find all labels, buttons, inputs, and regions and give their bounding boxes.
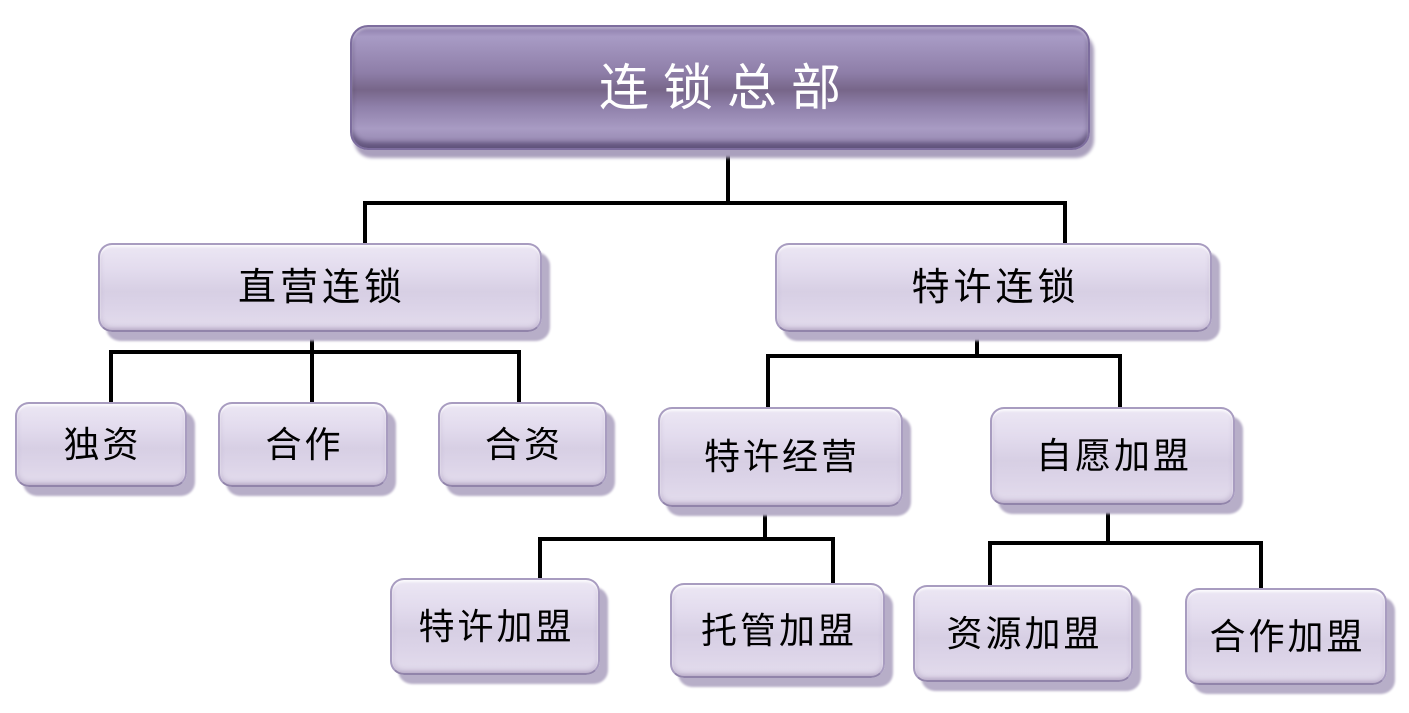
node-resource-join-label: 资源加盟: [946, 613, 1103, 654]
node-franchise-join-label: 特许加盟: [418, 606, 575, 647]
node-cooperative-join: 合作加盟: [1185, 588, 1387, 685]
node-resource-join: 资源加盟: [913, 585, 1133, 682]
node-franchise-join: 特许加盟: [390, 578, 600, 675]
node-headquarters-label: 连锁总部: [599, 59, 855, 116]
node-joint-venture-label: 合资: [484, 424, 563, 465]
node-voluntary-chain: 自愿加盟: [990, 407, 1235, 505]
node-joint-venture: 合资: [438, 402, 607, 487]
node-franchising: 特许经营: [658, 407, 903, 507]
node-sole-proprietorship: 独资: [15, 402, 187, 487]
node-headquarters: 连锁总部: [350, 25, 1090, 150]
node-franchise-chain-label: 特许连锁: [911, 266, 1080, 309]
node-franchising-label: 特许经营: [703, 437, 860, 477]
node-direct-chain-label: 直营连锁: [237, 266, 406, 309]
node-cooperation: 合作: [218, 402, 388, 487]
node-direct-chain: 直营连锁: [98, 243, 542, 332]
node-voluntary-chain-label: 自愿加盟: [1035, 436, 1192, 476]
node-sole-proprietorship-label: 独资: [63, 424, 142, 465]
node-cooperative-join-label: 合作加盟: [1209, 616, 1366, 657]
node-cooperation-label: 合作: [265, 424, 344, 465]
node-managed-join: 托管加盟: [670, 583, 885, 678]
node-franchise-chain: 特许连锁: [775, 243, 1212, 332]
node-managed-join-label: 托管加盟: [700, 610, 857, 651]
